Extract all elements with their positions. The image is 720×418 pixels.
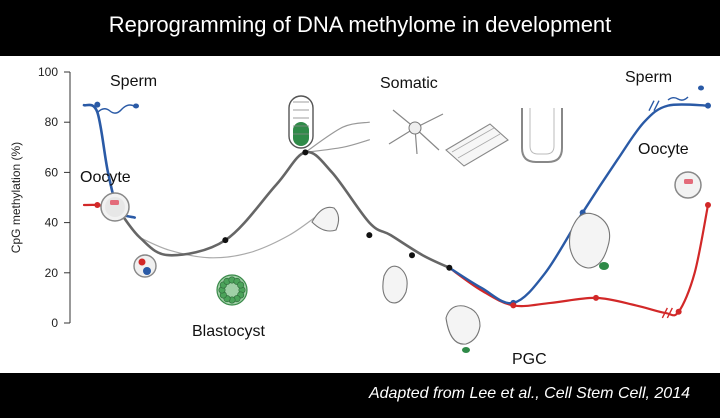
- muscle-icon: [445, 123, 509, 167]
- y-axis-label: CpG methylation (%): [9, 142, 23, 253]
- embryo-e13-icon: [568, 212, 611, 269]
- gastrula-icon: [311, 206, 340, 232]
- data-point-6: [409, 252, 415, 259]
- neuron-body-icon: [408, 121, 422, 135]
- axis-break-blue-2: [653, 100, 660, 111]
- series-blastocyst-branch: [139, 211, 322, 259]
- data-point-12: [675, 308, 682, 315]
- data-point-4: [302, 149, 309, 156]
- label-blastocyst: Blastocyst: [192, 323, 265, 340]
- data-point-0: [94, 101, 101, 108]
- data-point-13: [705, 102, 711, 109]
- data-point-7: [446, 264, 453, 271]
- neuron-icon: [388, 109, 444, 155]
- y-tick-label-20: 20: [45, 266, 59, 280]
- data-point-14: [705, 202, 711, 209]
- intestine-inner-icon: [529, 108, 555, 155]
- label-pgc: PGC: [512, 351, 547, 368]
- embryo-e9-pgc-icon: [462, 347, 470, 353]
- oocyte-right-nucleus-icon: [684, 179, 693, 184]
- label-somatic: Somatic: [380, 75, 438, 92]
- y-tick-label-80: 80: [45, 115, 59, 129]
- sperm-right-head-icon: [698, 85, 704, 91]
- zygote-paternal-pronucleus-icon: [143, 267, 151, 275]
- zygote-maternal-pronucleus-icon: [138, 258, 146, 266]
- oocyte-nucleus-icon: [110, 200, 119, 205]
- data-point-1: [94, 202, 101, 209]
- label-sperm-left: Sperm: [110, 73, 157, 90]
- muscle-fiber-1: [451, 127, 495, 153]
- y-tick-label-60: 60: [45, 165, 59, 179]
- series-somatic-branch: [304, 121, 370, 153]
- data-point-11: [593, 294, 599, 301]
- blastocyst-cell-11: [237, 281, 245, 289]
- axis-break-blue-1: [648, 100, 655, 111]
- embryo-e7-icon: [382, 265, 408, 304]
- axis-break-red-2: [666, 307, 673, 319]
- data-point-9: [510, 302, 517, 309]
- oocyte-right-icon: [674, 171, 702, 199]
- citation-bar: Adapted from Lee et al., Cell Stem Cell,…: [0, 373, 720, 418]
- label-oocyte-right: Oocyte: [638, 141, 689, 158]
- sperm-right-illustration: [667, 96, 689, 101]
- axis-break-red-1: [661, 307, 668, 319]
- y-tick-label-100: 100: [38, 65, 58, 79]
- y-tick-label-40: 40: [45, 216, 59, 230]
- sperm-illustration: [97, 104, 135, 114]
- intestine-icon: [521, 108, 563, 163]
- citation-text: Adapted from Lee et al., Cell Stem Cell,…: [368, 385, 690, 402]
- embryo-e13-gonad-icon: [599, 262, 609, 270]
- label-sperm-right: Sperm: [625, 69, 672, 86]
- title-bar: Reprogramming of DNA methylome in develo…: [0, 0, 720, 56]
- sperm-head-icon: [133, 103, 139, 109]
- chart-title: Reprogramming of DNA methylome in develo…: [108, 12, 612, 37]
- data-point-3: [222, 237, 229, 244]
- y-tick-label-0: 0: [51, 316, 58, 330]
- label-oocyte-left: Oocyte: [80, 169, 131, 186]
- embryo-e9-icon: [445, 305, 481, 345]
- data-point-5: [366, 232, 373, 239]
- muscle-fiber-2: [457, 133, 501, 159]
- series-somatic-branch-lower: [304, 139, 370, 153]
